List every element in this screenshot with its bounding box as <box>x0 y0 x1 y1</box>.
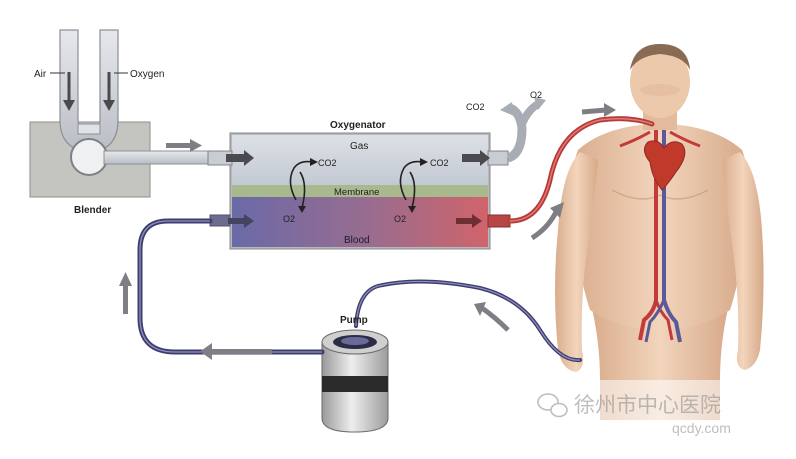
blood-chamber <box>232 197 488 247</box>
exhaust-o2-label: O2 <box>530 90 542 100</box>
watermark-subtext: qcdy.com <box>672 420 731 436</box>
watermark-text: 徐州市中心医院 <box>574 394 721 417</box>
exchange-2-o2: O2 <box>394 214 406 224</box>
air-label: Air <box>34 69 47 80</box>
gas-chamber <box>232 135 488 185</box>
exhaust-co2-label: CO2 <box>466 102 485 112</box>
oxygen-label: Oxygen <box>130 69 164 80</box>
arterial-flow-arrow <box>530 202 564 241</box>
air-flow-arrowhead <box>63 100 75 111</box>
membrane-label: Membrane <box>334 187 379 198</box>
gas-exchange-2: CO2 O2 <box>394 158 449 224</box>
pump: Pump <box>321 315 389 433</box>
exchange-1-co2: CO2 <box>318 158 337 168</box>
arterial-outlet-port <box>487 214 511 228</box>
body-return-arrow <box>581 103 616 117</box>
exhaust: CO2 O2 <box>466 90 546 163</box>
blood-out-arrow <box>456 214 482 228</box>
patient-body <box>555 44 796 454</box>
pump-outlet-flow-arrow <box>200 343 272 360</box>
blender: Air Oxygen Blender <box>29 29 164 216</box>
exchange-2-co2: CO2 <box>430 158 449 168</box>
gas-flow-arrow <box>166 139 202 152</box>
blood-label: Blood <box>344 235 370 246</box>
gas-out-arrow <box>462 150 490 166</box>
patient-head <box>630 46 690 118</box>
heart <box>644 140 686 191</box>
gas-supply-line <box>103 150 215 165</box>
pump-band <box>322 376 388 392</box>
membrane-layer <box>232 185 488 197</box>
exhaust-tube <box>506 103 527 163</box>
watermark: 徐州市中心医院 qcdy.com <box>537 393 731 436</box>
pump-label: Pump <box>340 315 368 326</box>
wechat-icon <box>537 393 568 418</box>
venous-flow-arrow <box>474 302 510 332</box>
gas-exchange-1: CO2 O2 <box>283 158 337 224</box>
oxygen-flow-arrowhead <box>103 100 115 111</box>
blood-in-arrow <box>228 214 254 228</box>
gas-label: Gas <box>350 141 368 152</box>
blender-title: Blender <box>74 205 111 216</box>
venous-drainage-line <box>354 279 582 363</box>
venous-inlet-port <box>209 214 231 227</box>
exchange-1-o2: O2 <box>283 214 295 224</box>
gas-in-arrow <box>226 150 254 166</box>
gas-outlet-port <box>487 150 509 166</box>
blender-mixer <box>70 138 108 176</box>
upward-flow-arrow <box>119 272 132 314</box>
oxygenator: Oxygenator Gas Membrane Blood CO2 O2 <box>207 120 511 250</box>
blender-bridge <box>77 123 101 135</box>
oxygenator-title: Oxygenator <box>330 120 386 131</box>
